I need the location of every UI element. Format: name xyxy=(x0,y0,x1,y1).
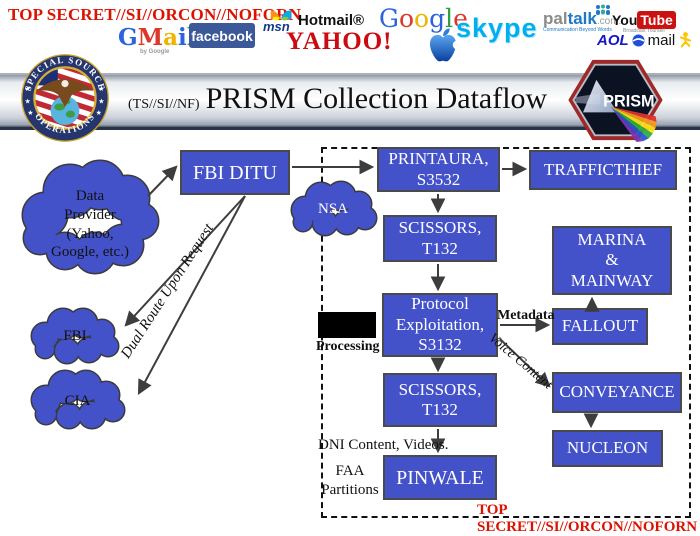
gmail-letter: M xyxy=(137,24,164,51)
gmail-byline: by Google xyxy=(140,49,170,55)
prism-badge: PRISM xyxy=(568,59,663,143)
node-fallout: FALLOUT xyxy=(552,308,648,345)
cloud-nsa-label: NSA xyxy=(317,201,348,217)
msn-butterfly-icon xyxy=(270,10,292,21)
label-processing: Processing xyxy=(316,339,380,354)
svg-text:★: ★ xyxy=(98,97,104,105)
google-letter: e xyxy=(453,4,468,33)
redaction-box xyxy=(318,312,376,338)
gmail-letter: i xyxy=(178,24,187,51)
node-trafficthief: TRAFFICTHIEF xyxy=(529,150,677,190)
google-letter: o xyxy=(398,4,415,33)
aol-mail-logo: AOL mail xyxy=(597,31,693,50)
node-printaura: PRINTAURA, S3532 xyxy=(377,147,500,192)
cloud-data-provider: Data Provider (Yahoo, Google, etc.) xyxy=(15,153,165,278)
aol-globe-icon xyxy=(632,34,645,47)
cloud-nsa: NSA xyxy=(285,178,381,238)
node-conveyance: CONVEYANCE xyxy=(552,372,682,413)
cloud-data-provider-label: Data Provider (Yahoo, Google, etc.) xyxy=(51,188,129,261)
label-faa-partitions: FAA Partitions xyxy=(321,463,379,498)
facebook-logo: facebook xyxy=(189,23,255,48)
seal-stars: ★ ★ ★ ★ ★ ★ xyxy=(25,85,105,117)
svg-text:★: ★ xyxy=(25,97,31,105)
node-scissors-2: SCISSORS, T132 xyxy=(383,373,497,427)
youtube-you: You xyxy=(612,12,638,28)
gmail-letter: a xyxy=(163,24,179,51)
prism-slide: TOP SECRET//SI//ORCON//NOFORN GMail by G… xyxy=(0,4,700,535)
cloud-cia-label: CIA xyxy=(64,393,91,409)
google-logo: Google xyxy=(379,6,468,31)
paltalk-tagline: Communication Beyond Words xyxy=(543,27,612,33)
special-source-operations-seal: SPECIAL SOURCE OPERATIONS ★★★ ★★★ xyxy=(21,54,109,142)
youtube-tube: Tube xyxy=(637,11,676,29)
google-letter: G xyxy=(379,4,399,33)
msn-logo: msn xyxy=(263,19,290,34)
cloud-fbi-label: FBI xyxy=(63,328,87,344)
prism-badge-text: PRISM xyxy=(603,93,654,111)
google-letter: o xyxy=(414,4,430,33)
svg-text:★: ★ xyxy=(96,109,102,117)
paltalk-logo: paltalk.com. Communication Beyond Words xyxy=(543,10,621,33)
cloud-fbi: FBI xyxy=(25,306,125,365)
classification-banner-bottom: TOP SECRET//SI//ORCON//NOFORN xyxy=(477,502,698,535)
slide-title-block: (TS//SI//NF) PRISM Collection Dataflow xyxy=(128,82,547,116)
node-nucleon: NUCLEON xyxy=(552,430,663,467)
aim-running-man-icon xyxy=(680,32,692,48)
label-metadata: Metadata xyxy=(497,308,555,323)
yahoo-logo: YAHOO! xyxy=(286,28,393,55)
aol-mail-text: mail xyxy=(647,32,676,49)
page-title: PRISM Collection Dataflow xyxy=(205,82,548,115)
node-fbi-ditu: FBI DITU xyxy=(180,150,290,195)
skype-logo: skype xyxy=(456,13,538,43)
node-protocol-exploitation: Protocol Exploitation, S3132 xyxy=(382,293,498,357)
paltalk-people-icon xyxy=(596,4,610,15)
paltalk-com: .com. xyxy=(596,16,622,27)
gmail-logo: GMail by Google xyxy=(118,26,196,55)
svg-text:★: ★ xyxy=(25,85,31,93)
gmail-letter: G xyxy=(118,24,138,51)
cloud-cia: CIA xyxy=(25,368,130,430)
svg-text:★: ★ xyxy=(98,85,104,93)
google-letter: l xyxy=(445,4,454,33)
paltalk-talk: talk xyxy=(567,9,597,28)
paltalk-pal: pal xyxy=(543,9,568,28)
google-letter: g xyxy=(429,4,446,33)
classification-banner-top: TOP SECRET//SI//ORCON//NOFORN xyxy=(8,5,302,24)
youtube-tagline: Broadcast Yourself xyxy=(623,28,665,34)
svg-text:★: ★ xyxy=(27,109,33,117)
aol-wordmark: AOL xyxy=(597,32,629,49)
hotmail-logo: Hotmail® xyxy=(298,12,365,29)
apple-logo-icon xyxy=(429,28,460,62)
node-scissors-1: SCISSORS, T132 xyxy=(383,215,497,262)
title-caveat: (TS//SI//NF) xyxy=(128,97,200,112)
node-marina-mainway: MARINA & MAINWAY xyxy=(552,226,672,295)
label-dni-content: DNI Content, Videos. xyxy=(318,437,449,453)
node-pinwale: PINWALE xyxy=(383,455,497,500)
